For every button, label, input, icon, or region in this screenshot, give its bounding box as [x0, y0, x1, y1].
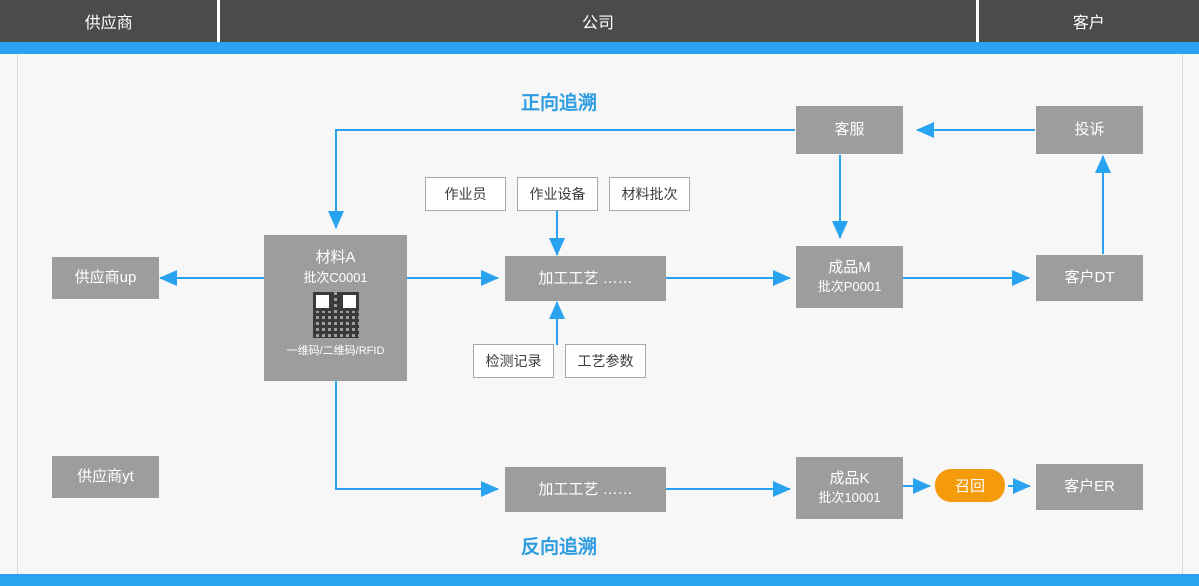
- node-material-a-batch: 批次C0001: [303, 269, 368, 285]
- divider-left: [17, 54, 18, 574]
- node-supplier-yt-label: 供应商yt: [77, 468, 134, 486]
- node-process-bottom-label: 加工工艺 ……: [538, 480, 633, 498]
- node-process-top[interactable]: 加工工艺 ……: [505, 256, 666, 301]
- attr-material-batch[interactable]: 材料批次: [609, 177, 690, 211]
- node-product-k[interactable]: 成品K 批次10001: [796, 457, 903, 519]
- node-customer-dt[interactable]: 客户DT: [1036, 255, 1143, 301]
- divider-right: [1182, 54, 1183, 574]
- node-customer-dt-label: 客户DT: [1064, 269, 1115, 287]
- header-label-supplier: 供应商: [84, 15, 133, 32]
- node-complaint[interactable]: 投诉: [1036, 106, 1143, 154]
- node-supplier-up-label: 供应商up: [74, 269, 137, 287]
- attr-process-parameter[interactable]: 工艺参数: [565, 344, 646, 378]
- header-cell-customer: 客户: [978, 0, 1199, 51]
- node-product-m-title: 成品M: [828, 258, 871, 276]
- node-customer-service-label: 客服: [834, 121, 865, 139]
- reverse-trace-title: 反向追溯: [521, 537, 598, 558]
- node-supplier-up[interactable]: 供应商up: [52, 257, 159, 299]
- header-bar: 供应商 公司 客户: [0, 0, 1199, 51]
- node-product-k-title: 成品K: [829, 469, 870, 487]
- accent-bar-top: [0, 42, 1199, 54]
- node-product-m[interactable]: 成品M 批次P0001: [796, 246, 903, 308]
- qr-code-icon: [312, 291, 359, 338]
- attr-equipment-label: 作业设备: [529, 186, 586, 202]
- node-customer-er-label: 客户ER: [1064, 478, 1115, 496]
- node-product-k-batch: 批次10001: [818, 490, 881, 506]
- header-cell-company: 公司: [220, 0, 979, 51]
- node-complaint-label: 投诉: [1074, 121, 1105, 139]
- attr-inspection-record-label: 检测记录: [485, 353, 542, 369]
- header-label-customer: 客户: [1072, 15, 1105, 32]
- attr-operator[interactable]: 作业员: [425, 177, 506, 211]
- attr-process-parameter-label: 工艺参数: [577, 353, 634, 369]
- header-label-company: 公司: [581, 15, 614, 32]
- node-customer-service[interactable]: 客服: [796, 106, 903, 154]
- node-recall[interactable]: 召回: [935, 469, 1005, 502]
- accent-bar-bottom: [0, 574, 1199, 586]
- node-material-a-caption: 一维码/二维码/RFID: [286, 344, 385, 357]
- attr-equipment[interactable]: 作业设备: [517, 177, 598, 211]
- node-process-top-label: 加工工艺 ……: [538, 269, 633, 287]
- node-material-a[interactable]: 材料A 批次C0001 一维码/二维码/RFID: [264, 235, 407, 381]
- node-customer-er[interactable]: 客户ER: [1036, 464, 1143, 510]
- node-material-a-title: 材料A: [315, 249, 356, 266]
- header-cell-supplier: 供应商: [0, 0, 221, 51]
- node-supplier-yt[interactable]: 供应商yt: [52, 456, 159, 498]
- attr-inspection-record[interactable]: 检测记录: [473, 344, 554, 378]
- node-process-bottom[interactable]: 加工工艺 ……: [505, 467, 666, 512]
- forward-trace-title: 正向追溯: [521, 93, 598, 114]
- attr-material-batch-label: 材料批次: [621, 186, 678, 202]
- attr-operator-label: 作业员: [444, 186, 487, 202]
- node-product-m-batch: 批次P0001: [817, 279, 882, 295]
- node-recall-label: 召回: [954, 478, 985, 495]
